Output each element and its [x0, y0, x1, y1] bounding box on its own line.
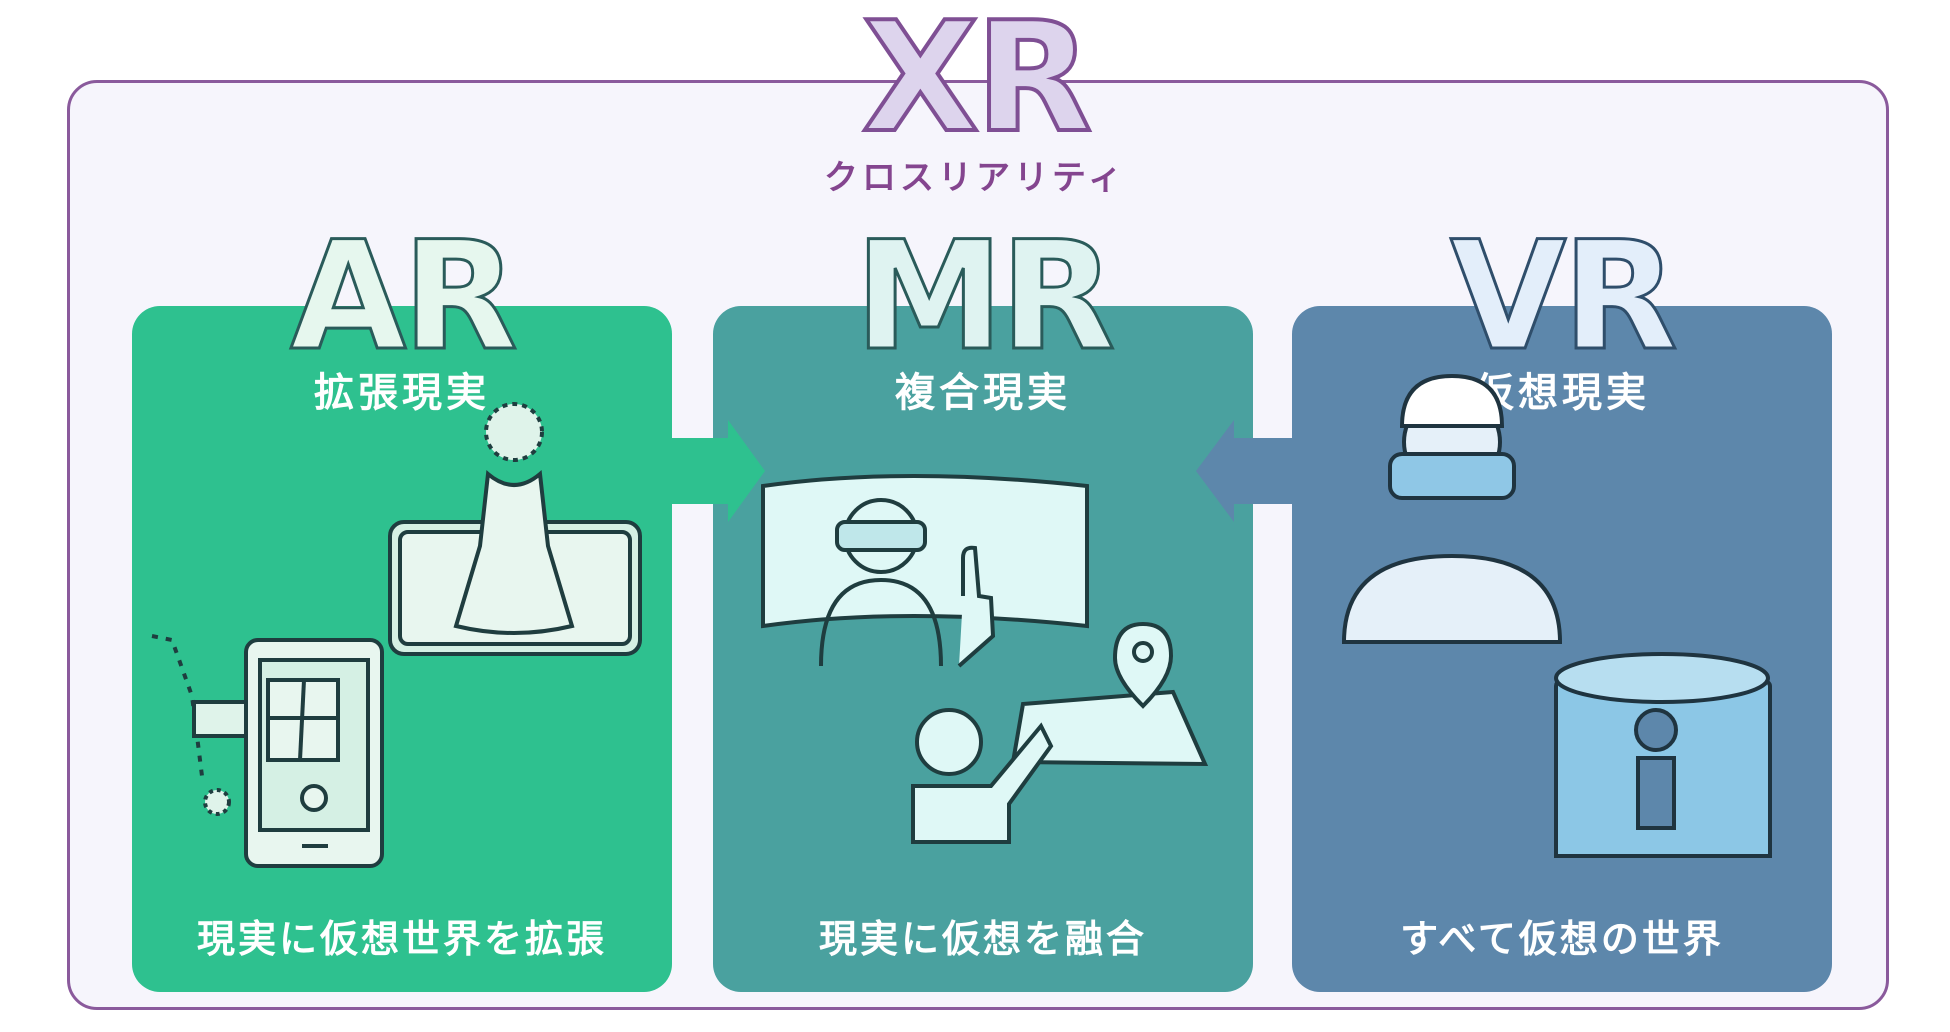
vr-to-mr-arrow	[1196, 420, 1292, 522]
ar-to-mr-arrow	[672, 420, 765, 522]
